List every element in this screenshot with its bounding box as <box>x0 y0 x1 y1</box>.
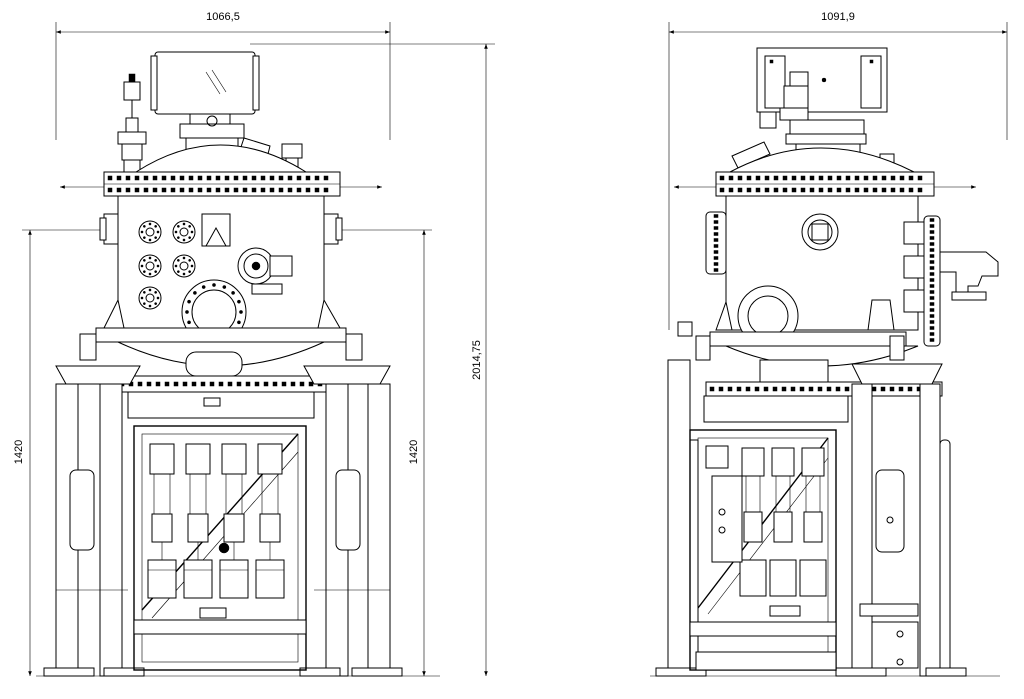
front-support-ring <box>115 375 327 393</box>
front-main-flange <box>60 171 382 197</box>
front-left-instrument <box>117 73 147 175</box>
front-internal-mechanism <box>147 443 285 619</box>
front-side-pump <box>237 247 293 295</box>
front-view: 1066,5 2014,75 1420 1420 <box>13 11 495 677</box>
front-left-height-label: 1420 <box>13 440 25 464</box>
side-frame <box>655 359 967 677</box>
front-width-dimension: 1066,5 <box>55 11 391 140</box>
side-window-port <box>801 213 839 251</box>
side-main-flange <box>674 171 976 197</box>
side-width-label: 1091,9 <box>821 11 855 23</box>
front-right-height-dimension: 1420 <box>330 229 432 676</box>
side-view: 1091,9 <box>650 11 1008 677</box>
side-internal-mechanism <box>705 445 827 617</box>
front-frame <box>43 365 403 677</box>
side-actuator-box <box>756 47 888 155</box>
front-lower-flange <box>79 298 363 377</box>
front-actuator-box <box>150 51 271 155</box>
front-window-port <box>201 213 231 247</box>
front-dome <box>134 144 308 173</box>
front-overall-height-label: 2014,75 <box>471 340 483 380</box>
side-lower-flange <box>677 299 919 385</box>
front-ports <box>138 220 196 310</box>
front-left-height-dimension: 1420 <box>13 229 110 676</box>
side-dome <box>729 147 915 173</box>
side-inner-frame <box>689 429 837 671</box>
front-right-height-label: 1420 <box>408 440 420 464</box>
front-width-label: 1066,5 <box>206 11 240 23</box>
front-overall-height-dimension: 2014,75 <box>250 43 495 676</box>
side-right-ports <box>903 215 999 347</box>
side-width-dimension: 1091,9 <box>668 11 1008 330</box>
